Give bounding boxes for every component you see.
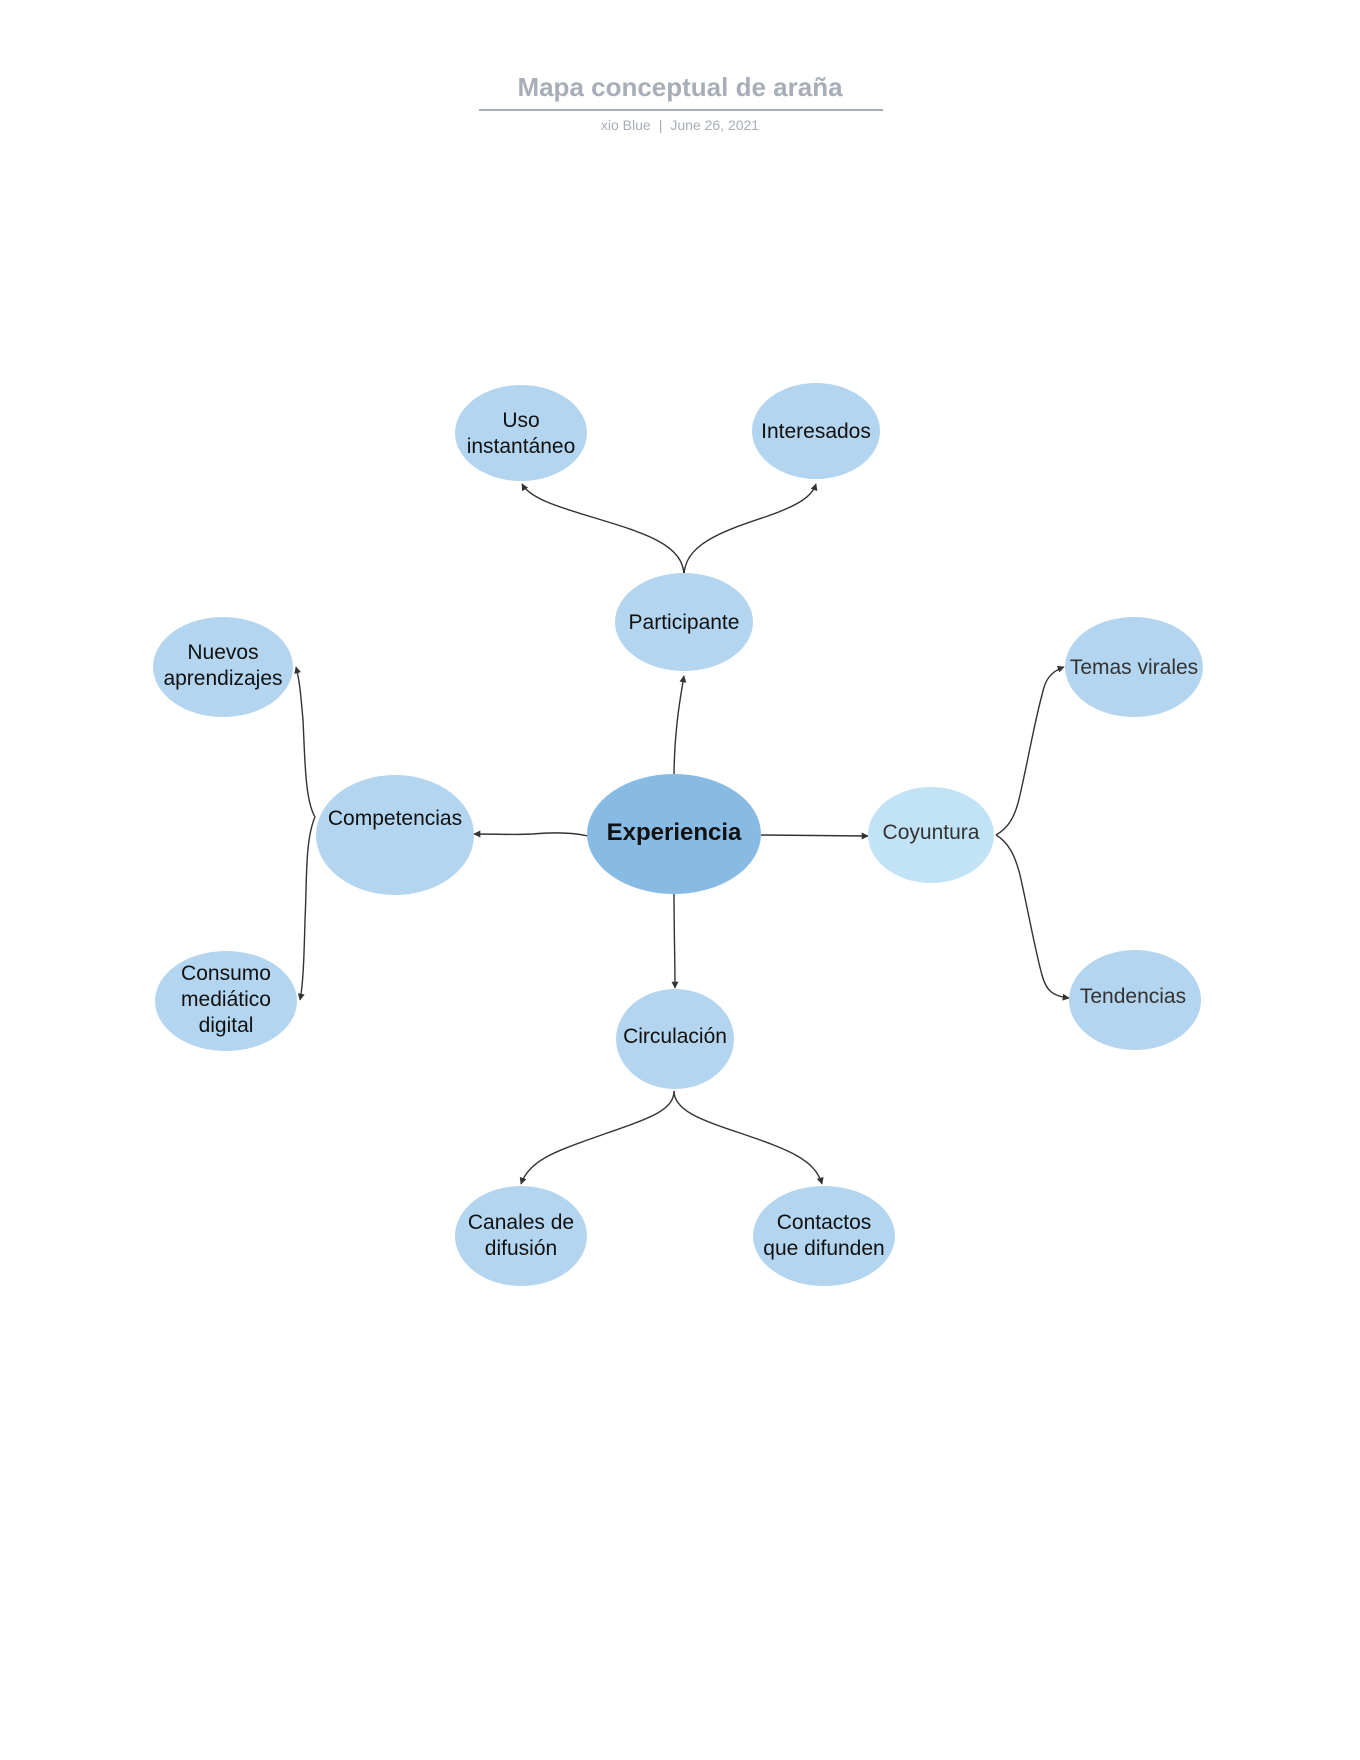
edge-coyuntura-temas <box>995 665 1065 836</box>
node-label-line: Consumo <box>181 962 271 985</box>
node-participante[interactable]: Participante <box>615 573 753 671</box>
node-circulacion[interactable]: Circulación <box>616 989 734 1089</box>
node-label-line: Uso <box>502 409 539 432</box>
diagram-date: June 26, 2021 <box>670 117 760 133</box>
node-experiencia-shape <box>587 774 761 894</box>
node-canales-de-difusion-shape <box>455 1186 587 1286</box>
node-label-line: Contactos <box>777 1211 872 1234</box>
edge-competencias-nuevos <box>294 666 316 818</box>
author-name: xio Blue <box>600 117 651 133</box>
node-label-line: Competencias <box>328 807 462 830</box>
diagram-title: Mapa conceptual de araña <box>517 72 843 102</box>
node-consumo-mediatico-digital[interactable]: Consumo mediático digital <box>155 951 297 1051</box>
edge-experiencia-circulacion <box>671 892 679 989</box>
node-label-line: Nuevos <box>187 641 258 664</box>
node-interesados[interactable]: Interesados <box>752 383 880 479</box>
node-label-line: difusión <box>485 1237 557 1260</box>
node-label-line: Canales de <box>468 1211 574 1234</box>
subtitle-separator: | <box>658 117 663 133</box>
node-label-line: Participante <box>629 611 740 634</box>
node-coyuntura-label: Coyuntura <box>883 821 980 844</box>
node-uso-instantaneo-shape <box>455 385 587 481</box>
node-tendencias-label: Tendencias <box>1080 985 1186 1008</box>
node-tendencias[interactable]: Tendencias <box>1069 950 1201 1050</box>
node-label-line: digital <box>199 1014 254 1037</box>
node-experiencia-label: Experiencia <box>607 819 742 846</box>
node-consumo-mediatico-digital-shape <box>155 951 297 1051</box>
edge-participante-uso <box>521 483 685 577</box>
node-nuevos-aprendizajes-shape <box>153 617 293 717</box>
node-label-line: que difunden <box>763 1237 884 1260</box>
node-coyuntura-shape <box>868 787 994 883</box>
edge-experiencia-competencias <box>473 830 589 838</box>
node-label-line: aprendizajes <box>163 667 282 690</box>
node-contactos-que-difunden-shape <box>753 1186 895 1286</box>
node-canales-de-difusion-label: Canales de difusión <box>468 1211 574 1260</box>
node-label-line: Experiencia <box>607 819 742 846</box>
node-participante-label: Participante <box>629 611 740 634</box>
edge-competencias-consumo <box>297 816 316 1001</box>
node-uso-instantaneo[interactable]: Uso instantáneo <box>455 385 587 481</box>
node-label-line: mediático <box>181 988 271 1011</box>
diagram-subtitle: xio Blue | June 26, 2021 <box>0 117 1360 133</box>
node-label-line: Tendencias <box>1080 985 1186 1008</box>
edge-circulacion-contactos <box>673 1090 824 1185</box>
node-nuevos-aprendizajes-label: Nuevos aprendizajes <box>163 641 282 690</box>
node-circulacion-label: Circulación <box>623 1025 727 1048</box>
node-uso-instantaneo-label: Uso instantáneo <box>467 409 576 458</box>
node-competencias[interactable]: Competencias <box>316 775 474 895</box>
node-coyuntura[interactable]: Coyuntura <box>868 787 994 883</box>
node-temas-virales-label: Temas virales <box>1070 656 1198 679</box>
node-circulacion-shape <box>616 989 734 1089</box>
node-competencias-label: Competencias <box>328 807 462 830</box>
edge-experiencia-coyuntura <box>760 832 869 840</box>
connector-lines <box>294 483 1070 1185</box>
node-nuevos-aprendizajes[interactable]: Nuevos aprendizajes <box>153 617 293 717</box>
edge-coyuntura-tendencias <box>995 834 1070 1001</box>
node-interesados-label: Interesados <box>761 420 871 443</box>
node-label-line: Temas virales <box>1070 656 1198 679</box>
diagram-header: Mapa conceptual de araña xio Blue | June 2… <box>0 0 1360 160</box>
node-tendencias-shape <box>1069 950 1201 1050</box>
node-interesados-shape <box>752 383 880 479</box>
node-contactos-que-difunden-label: Contactos que difunden <box>763 1211 884 1260</box>
node-contactos-que-difunden[interactable]: Contactos que difunden <box>753 1186 895 1286</box>
node-consumo-mediatico-digital-label: Consumo mediático digital <box>181 962 271 1037</box>
node-temas-virales[interactable]: Temas virales <box>1065 617 1203 717</box>
node-participante-shape <box>615 573 753 671</box>
edge-circulacion-canales <box>519 1090 675 1185</box>
node-canales-de-difusion[interactable]: Canales de difusión <box>455 1186 587 1286</box>
node-label-line: Coyuntura <box>883 821 980 844</box>
node-label-line: Interesados <box>761 420 871 443</box>
edge-participante-interesados <box>683 483 818 577</box>
node-competencias-shape <box>316 775 474 895</box>
edge-experiencia-participante <box>673 675 687 779</box>
node-experiencia[interactable]: Experiencia <box>587 774 761 894</box>
title-underline <box>479 109 883 111</box>
node-label-line: instantáneo <box>467 435 576 458</box>
node-label-line: Circulación <box>623 1025 727 1048</box>
node-temas-virales-shape <box>1065 617 1203 717</box>
